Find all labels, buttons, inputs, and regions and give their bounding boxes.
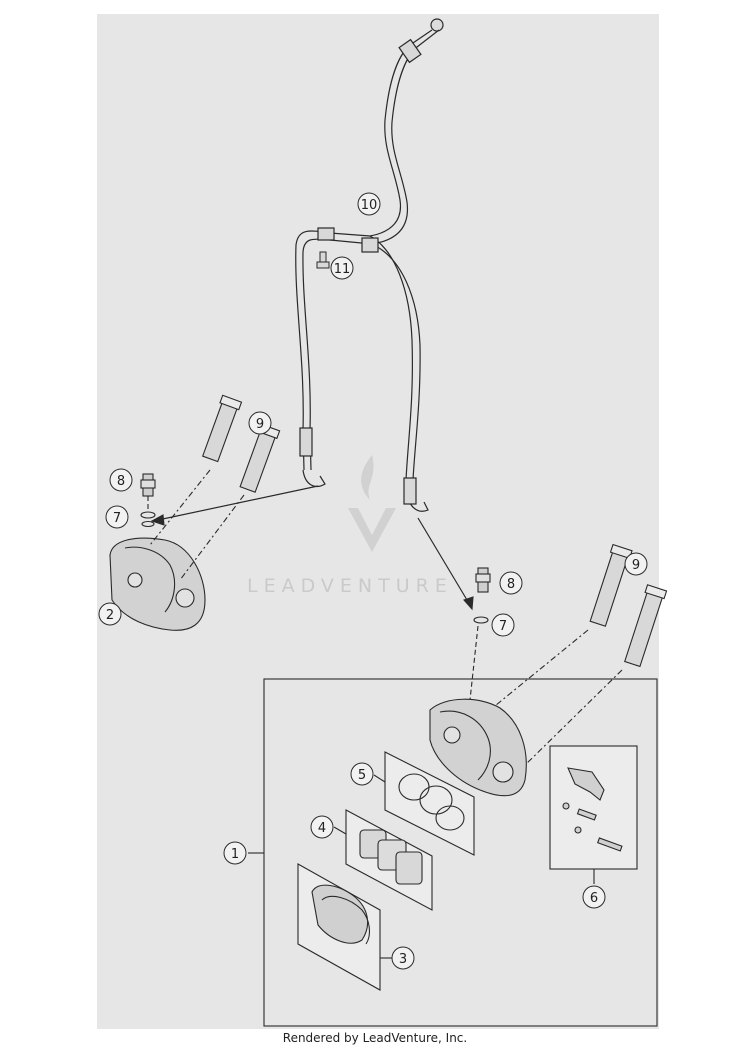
- watermark: LEADVENTURE: [247, 455, 453, 597]
- callout-6: 6: [582, 885, 606, 909]
- hose-upper-outline: [371, 29, 440, 245]
- left-caliper-port: [127, 572, 143, 588]
- right-caliper-body: [429, 698, 527, 797]
- piston-set: [333, 809, 433, 911]
- brake-pad-set: [297, 863, 392, 991]
- left-arrow-line: [157, 485, 319, 521]
- watermark-v-icon: [348, 508, 396, 552]
- callout-3: 3: [391, 946, 415, 970]
- watermark-flame-icon: [361, 455, 374, 500]
- svg-text:11: 11: [334, 262, 351, 277]
- left-caliper-bore: [175, 588, 195, 608]
- left-caliper-group: [109, 394, 319, 631]
- pad-pin-2: [596, 837, 623, 852]
- pad-pin-1: [576, 808, 597, 821]
- callout-10: 10: [357, 192, 381, 216]
- right-caliper-port: [443, 726, 461, 744]
- left-o-ring: [141, 520, 155, 528]
- svg-text:9: 9: [256, 417, 264, 432]
- pad-spring: [567, 767, 605, 801]
- small-screw-2: [574, 826, 582, 834]
- svg-text:9: 9: [632, 558, 640, 573]
- right-bleed-screw: [473, 567, 491, 624]
- svg-text:7: 7: [499, 619, 507, 634]
- left-guide-bolt-lower: [179, 494, 245, 581]
- svg-text:6: 6: [590, 891, 598, 906]
- callout-1: 1: [223, 841, 247, 865]
- callout-7-right: 7: [491, 613, 515, 637]
- right-caliper-bolt-lower: [624, 584, 668, 668]
- small-screw-1: [562, 802, 570, 810]
- small-parts-kit: [549, 745, 638, 884]
- right-caliper-detail: [439, 710, 491, 781]
- hose-left-sleeve: [299, 427, 313, 457]
- right-caliper-group: [417, 517, 668, 771]
- left-caliper-detail: [124, 546, 176, 613]
- brake-hose: [295, 18, 444, 512]
- right-o-ring: [473, 616, 489, 624]
- left-bleed-cap-ring: [140, 511, 156, 519]
- hose-clamp: [317, 227, 335, 241]
- callout-11: 11: [330, 256, 354, 280]
- seal-kit-frame: [384, 751, 475, 856]
- hose-left-branch: [295, 230, 371, 471]
- callout-7-left: 7: [105, 505, 129, 529]
- seal-kit: [373, 751, 475, 856]
- hose-right-sleeve: [403, 477, 417, 505]
- left-caliper-body: [109, 537, 206, 631]
- svg-text:1: 1: [231, 847, 239, 862]
- right-guide-bolt-upper: [489, 629, 589, 711]
- hose-top-sleeve: [398, 38, 422, 64]
- banjo-fitting-top: [430, 18, 444, 32]
- hose-junction: [361, 237, 379, 253]
- right-guide-bleeder: [469, 625, 479, 701]
- brake-pad-2: [321, 895, 371, 945]
- callout-4: 4: [310, 815, 334, 839]
- footer-credit: Rendered by LeadVenture, Inc.: [282, 1031, 468, 1045]
- hose-left-branch-outline: [302, 238, 373, 471]
- callout-9-right: 9: [624, 552, 648, 576]
- callout-2: 2: [98, 602, 122, 626]
- seal-ring-3: [435, 805, 465, 831]
- svg-text:10: 10: [361, 198, 378, 213]
- screw-11-head: [316, 261, 330, 269]
- watermark-text: LEADVENTURE: [247, 575, 453, 597]
- callout-5: 5: [350, 762, 374, 786]
- hose-left-end: [302, 469, 326, 488]
- hose-right-branch-outline: [371, 243, 421, 481]
- svg-text:8: 8: [117, 474, 125, 489]
- callout-8-right: 8: [499, 571, 523, 595]
- svg-text:8: 8: [507, 577, 515, 592]
- caliper-kit-box: [248, 678, 658, 1027]
- right-arrow-head: [463, 596, 474, 611]
- svg-text:3: 3: [399, 952, 407, 967]
- svg-text:4: 4: [318, 821, 326, 836]
- right-caliper-bore: [492, 761, 514, 783]
- callout-9-left: 9: [248, 411, 272, 435]
- svg-text:5: 5: [358, 768, 366, 783]
- piston-3: [395, 851, 423, 885]
- right-guide-bolt-lower: [519, 669, 623, 771]
- seal-ring-2: [419, 785, 453, 815]
- piston-set-leader: [333, 826, 347, 835]
- callouts: 10 11 9 8 7 2 8 7 9 5 4 1 6 3: [98, 192, 648, 970]
- seal-kit-leader: [373, 774, 386, 783]
- left-caliper-bolt-upper: [201, 394, 243, 463]
- svg-text:2: 2: [106, 608, 114, 623]
- right-arrow-line: [417, 517, 471, 606]
- svg-text:7: 7: [113, 511, 121, 526]
- left-guide-bolt-upper: [149, 469, 211, 546]
- screw-11: [316, 251, 330, 269]
- callout-8-left: 8: [109, 468, 133, 492]
- right-caliper-bolt-upper: [589, 543, 633, 627]
- hose-right-branch: [369, 235, 413, 481]
- left-arrow-head: [150, 514, 165, 526]
- hose-upper: [369, 29, 433, 237]
